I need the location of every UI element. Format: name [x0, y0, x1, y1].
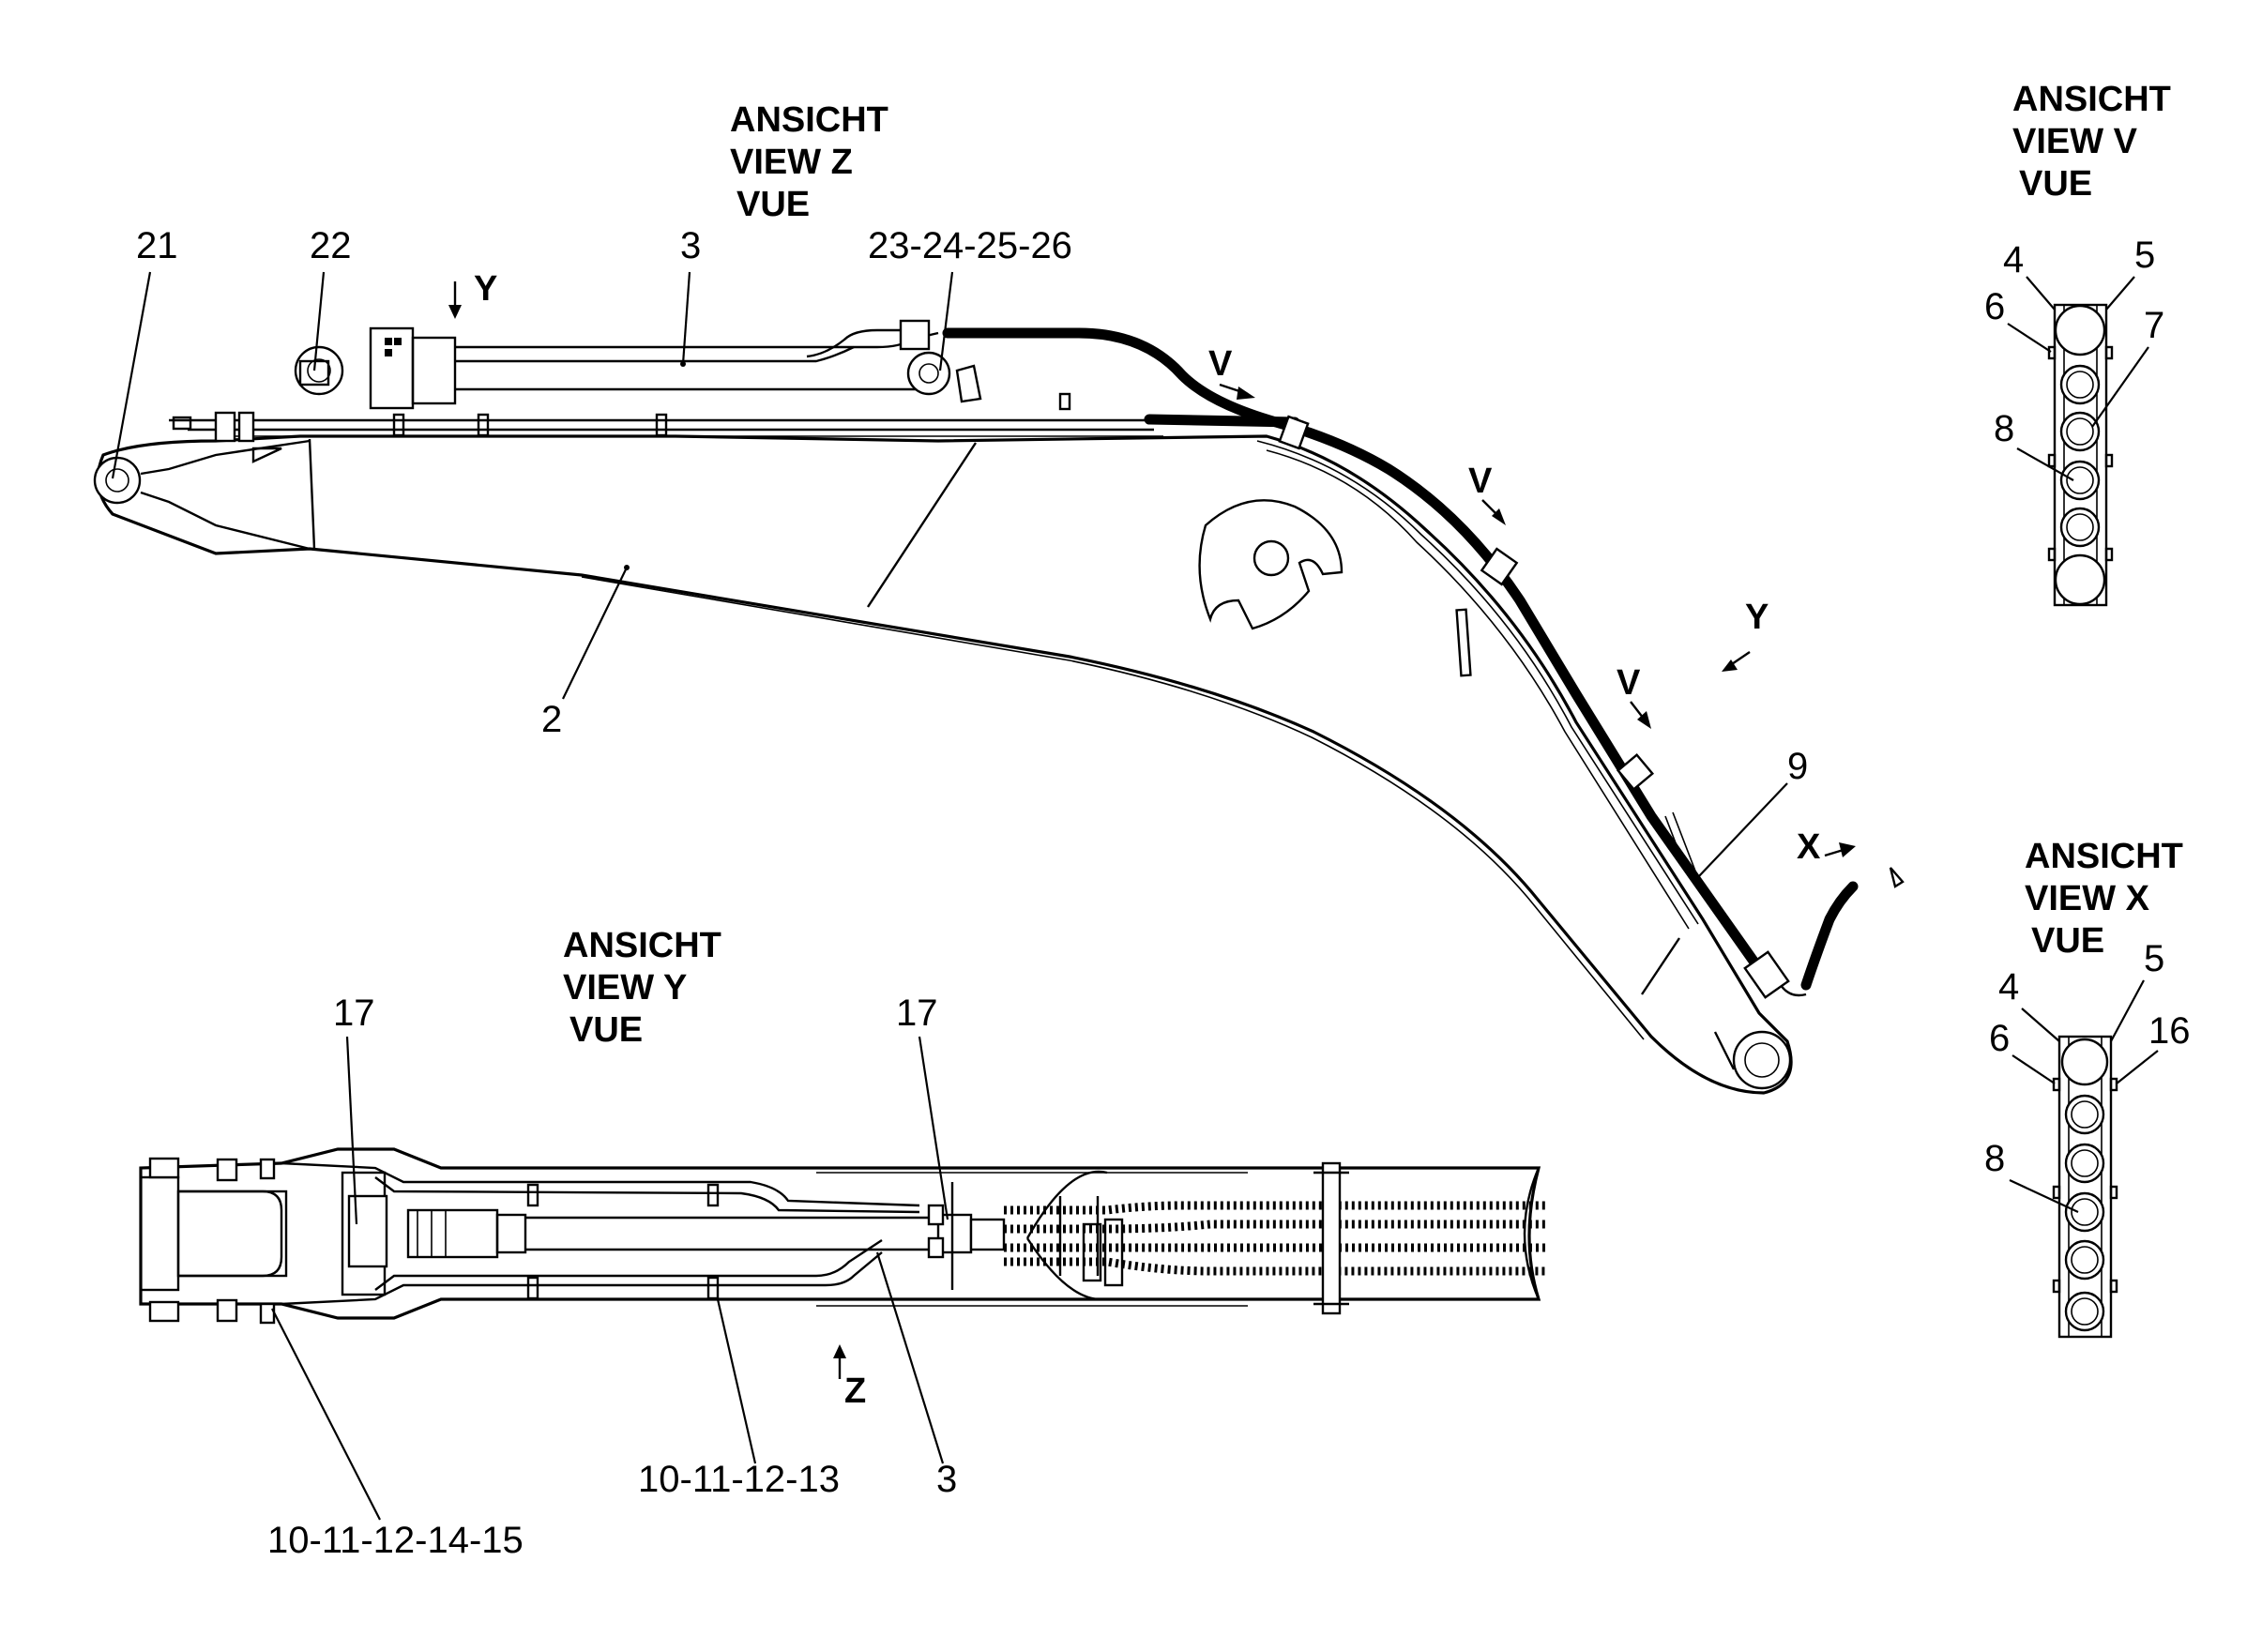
svg-text:6: 6: [1989, 1018, 2010, 1059]
direction-marker-v-1: V: [1208, 344, 1255, 400]
svg-text:22: 22: [310, 225, 352, 266]
svg-text:7: 7: [2144, 305, 2164, 346]
svg-text:3: 3: [680, 225, 701, 266]
direction-marker-y-right: Y: [1722, 598, 1769, 672]
svg-text:ANSICHT: ANSICHT: [563, 926, 721, 965]
view-v-clamp: [2047, 303, 2114, 607]
direction-marker-x: X: [1797, 827, 1856, 867]
view-v-title: ANSICHT VIEW V VUE: [2012, 80, 2171, 204]
direction-marker-v-2: V: [1468, 462, 1506, 525]
callouts-view-y: 17 17 10-11-12-13 3 10-11-12-14-15: [267, 993, 957, 1561]
svg-text:17: 17: [333, 993, 375, 1034]
callouts-main: 21 22 3 23-24-25-26 2 9: [111, 225, 1808, 878]
svg-text:ANSICHT: ANSICHT: [730, 100, 888, 140]
svg-text:17: 17: [896, 993, 938, 1034]
svg-text:VUE: VUE: [2031, 921, 2104, 961]
callouts-view-v: 4 5 6 7 8: [1984, 235, 2164, 481]
view-y-title: ANSICHT VIEW Y VUE: [563, 926, 721, 1050]
svg-text:5: 5: [2134, 235, 2155, 276]
view-y-plan: [139, 1147, 1548, 1325]
svg-text:9: 9: [1787, 746, 1808, 787]
svg-text:ANSICHT: ANSICHT: [2012, 80, 2171, 119]
svg-text:4: 4: [2003, 239, 2024, 280]
svg-text:ANSICHT: ANSICHT: [2025, 837, 2183, 876]
svg-text:VIEW X: VIEW X: [2025, 879, 2150, 918]
view-z-title: ANSICHT VIEW Z VUE: [730, 100, 888, 224]
svg-text:VIEW Z: VIEW Z: [730, 143, 853, 182]
boom-side-view: [93, 392, 1793, 1095]
callouts-view-x: 4 5 6 16 8: [1984, 938, 2191, 1213]
svg-text:V: V: [1617, 663, 1641, 703]
svg-text:VUE: VUE: [2019, 164, 2092, 204]
svg-text:V: V: [1208, 344, 1233, 384]
boom-cylinder: [294, 319, 982, 410]
svg-text:10-11-12-14-15: 10-11-12-14-15: [267, 1520, 524, 1561]
svg-text:4: 4: [1998, 966, 2019, 1008]
view-x-title: ANSICHT VIEW X VUE: [2025, 837, 2183, 961]
svg-text:X: X: [1797, 827, 1821, 867]
svg-text:VUE: VUE: [569, 1010, 643, 1050]
svg-text:5: 5: [2144, 938, 2164, 979]
svg-text:6: 6: [1984, 286, 2005, 327]
svg-text:Y: Y: [474, 269, 497, 309]
svg-text:8: 8: [1994, 408, 2014, 449]
svg-text:Y: Y: [1745, 598, 1769, 637]
svg-text:16: 16: [2148, 1010, 2191, 1052]
svg-text:8: 8: [1984, 1138, 2005, 1179]
pipe-bundle-top: [169, 411, 1163, 463]
hose-line: [942, 327, 1905, 999]
direction-marker-y-top: Y: [448, 269, 497, 319]
svg-text:VUE: VUE: [736, 185, 810, 224]
svg-text:V: V: [1468, 462, 1493, 501]
svg-text:21: 21: [136, 225, 178, 266]
svg-text:2: 2: [541, 699, 562, 740]
svg-text:10-11-12-13: 10-11-12-13: [638, 1459, 840, 1500]
svg-text:VIEW V: VIEW V: [2012, 122, 2138, 161]
svg-text:Z: Z: [844, 1372, 866, 1411]
boom-foot-pin: [93, 456, 142, 505]
svg-text:23-24-25-26: 23-24-25-26: [868, 225, 1072, 266]
view-x-clamp: [2052, 1035, 2118, 1339]
svg-text:VIEW Y: VIEW Y: [563, 968, 687, 1008]
direction-marker-v-3: V: [1617, 663, 1651, 729]
direction-marker-z: Z: [833, 1344, 866, 1411]
svg-text:3: 3: [936, 1459, 957, 1500]
boom-head-pin: [1732, 1030, 1792, 1090]
